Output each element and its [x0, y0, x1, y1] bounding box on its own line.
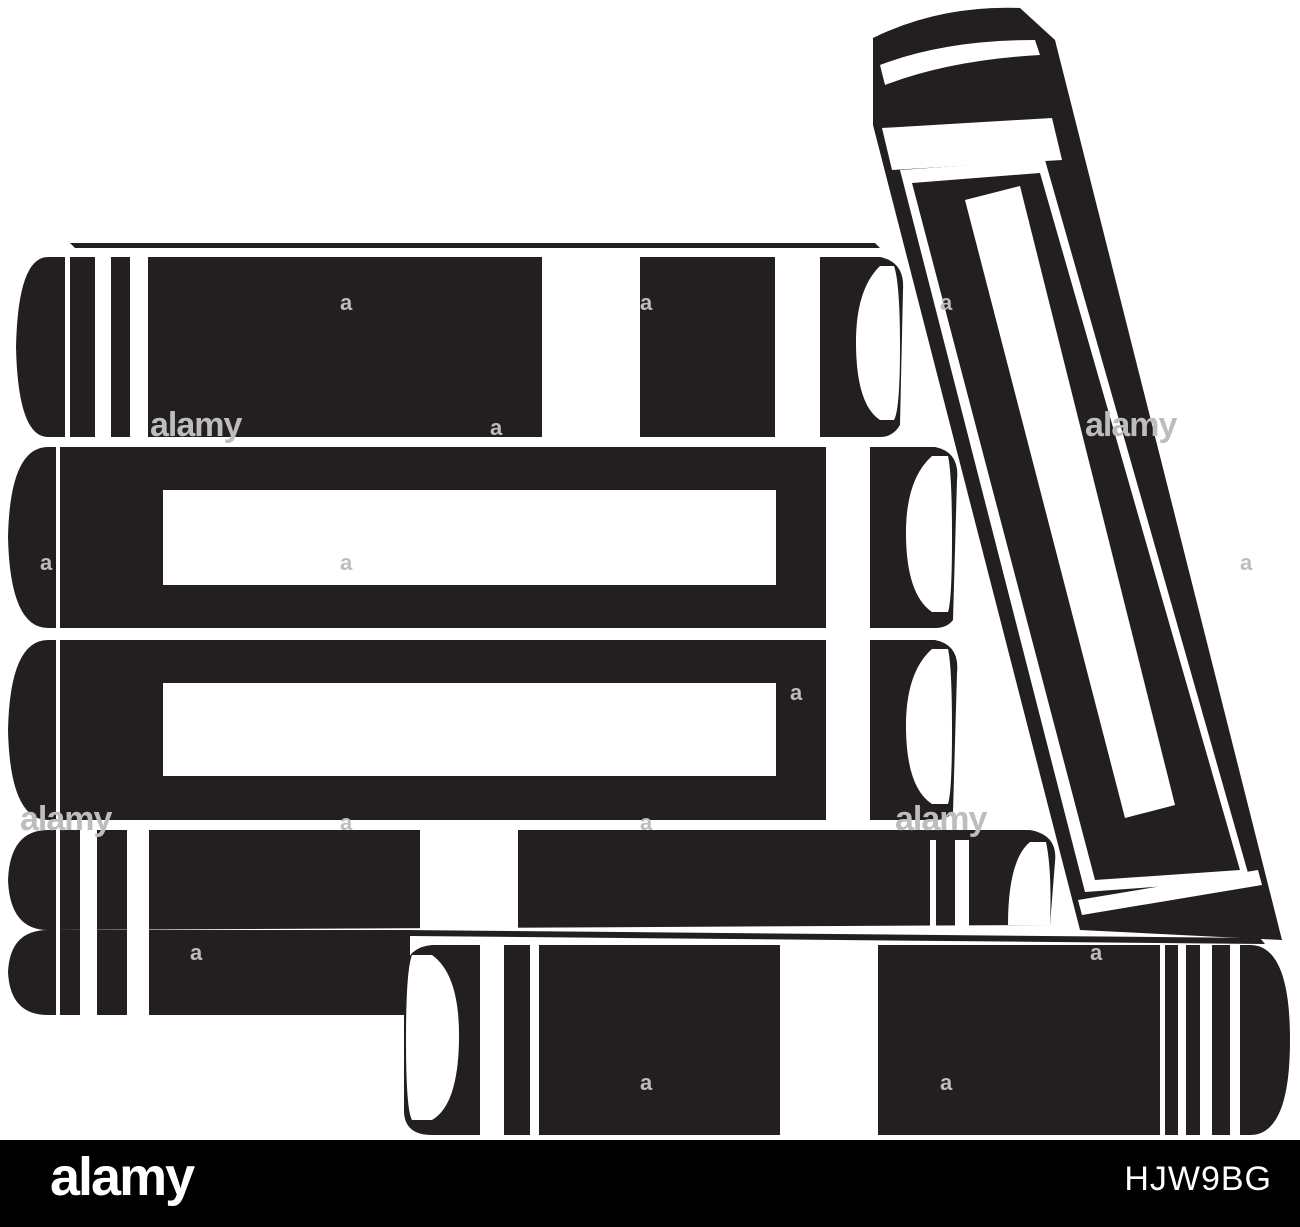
- book-6: [873, 7, 1282, 940]
- footer-bar: alamy HJW9BG: [0, 1140, 1300, 1227]
- books-illustration: [8, 7, 1290, 1135]
- book-1: [16, 243, 904, 440]
- book-4: [8, 830, 1056, 1015]
- book-5: [404, 930, 1290, 1135]
- brand-logo[interactable]: alamy: [50, 1147, 195, 1207]
- book-2: [8, 447, 958, 628]
- book-3: [8, 640, 958, 820]
- image-id: HJW9BG: [1124, 1160, 1272, 1198]
